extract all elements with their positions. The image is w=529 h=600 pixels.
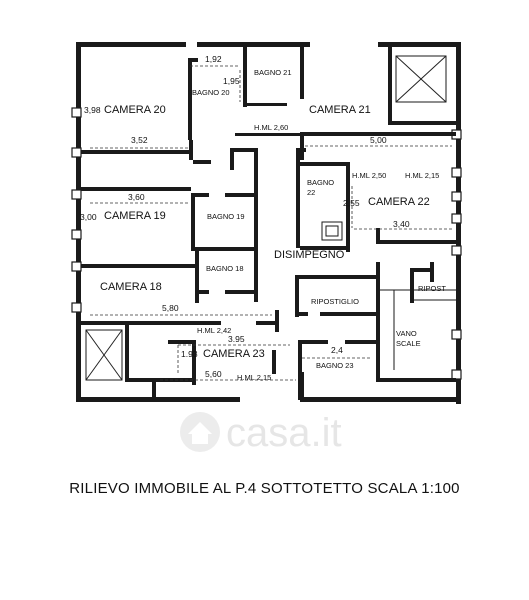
label-bagno-18: BAGNO 18	[206, 264, 244, 273]
dim-3-60: 3,60	[128, 192, 145, 202]
dim-1-92: 1,92	[205, 54, 222, 64]
stair-void-top-right	[395, 55, 447, 103]
dim-2-55: 2,55	[343, 198, 360, 208]
dim-3-52: 3,52	[131, 135, 148, 145]
label-ripostiglio: RIPOSTIGLIO	[311, 297, 359, 306]
stair-steps	[380, 289, 456, 370]
label-bagno-19: BAGNO 19	[207, 212, 245, 221]
plan-caption: RILIEVO IMMOBILE AL P.4 SOTTOTETTO SCALA…	[69, 480, 460, 497]
dim-1-95: 1,95	[223, 76, 240, 86]
label-bagno-22-line2: 22	[307, 188, 315, 197]
bagno-22-fixtures	[321, 221, 343, 241]
floor-plan: casa.it	[71, 42, 462, 455]
label-camera-22: CAMERA 22	[368, 196, 430, 208]
dim-hml-2-15-top: H.ML 2,15	[405, 171, 439, 180]
dim-hml-2-42: H.ML 2,42	[197, 326, 231, 335]
interior-walls	[81, 47, 456, 400]
watermark: casa.it	[180, 411, 342, 455]
label-ripost: RIPOST	[418, 284, 446, 293]
label-scale: SCALE	[396, 339, 421, 348]
windows	[71, 107, 462, 380]
label-bagno-21: BAGNO 21	[254, 68, 292, 77]
dim-2-4: 2,4	[331, 345, 343, 355]
label-camera-19: CAMERA 19	[104, 210, 166, 222]
label-bagno-20: BAGNO 20	[192, 88, 230, 97]
stair-void-bottom-left	[85, 329, 123, 381]
label-camera-20: CAMERA 20	[104, 104, 166, 116]
label-bagno-23: BAGNO 23	[316, 361, 354, 370]
dim-1-93: 1.93	[181, 349, 198, 359]
label-camera-18: CAMERA 18	[100, 281, 162, 293]
dim-5-00: 5,00	[370, 135, 387, 145]
dim-hml-2-15-bottom: H.ML 2,15	[237, 373, 271, 382]
dim-hml-2-50: H.ML 2,50	[352, 171, 386, 180]
watermark-text: casa.it	[226, 411, 342, 455]
dim-3-00: 3,00	[80, 212, 97, 222]
dimension-labels: 1,92 1,95 3,98 H.ML 2,60 3,52 5,00 H.ML …	[80, 54, 439, 382]
house-icon	[180, 412, 220, 452]
dim-hml-2-60: H.ML 2,60	[254, 123, 288, 132]
label-vano: VANO	[396, 329, 417, 338]
dim-3-40: 3,40	[393, 219, 410, 229]
dim-5-80: 5,80	[162, 303, 179, 313]
label-disimpegno: DISIMPEGNO	[274, 249, 345, 261]
dim-3-98: 3,98	[84, 105, 101, 115]
dimension-lines	[90, 65, 452, 381]
label-camera-23: CAMERA 23	[203, 348, 265, 360]
label-bagno-22-line1: BAGNO	[307, 178, 334, 187]
dim-3-95: 3.95	[228, 334, 245, 344]
dim-5-60: 5,60	[205, 369, 222, 379]
label-camera-21: CAMERA 21	[309, 104, 371, 116]
room-labels: CAMERA 20 CAMERA 21 CAMERA 22 CAMERA 19 …	[100, 68, 446, 370]
